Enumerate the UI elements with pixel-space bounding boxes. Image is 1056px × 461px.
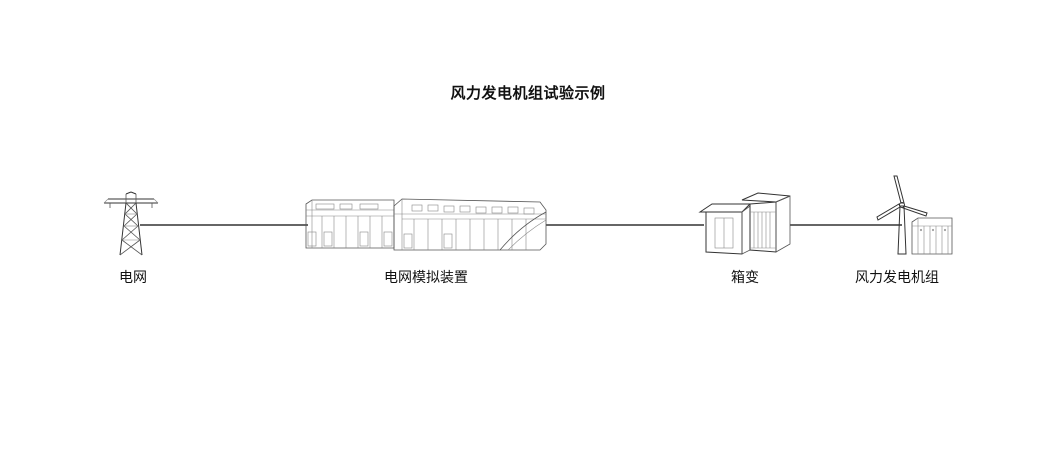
box-transformer-icon [698, 192, 791, 255]
power-tower-icon [103, 191, 159, 256]
node-label-box-transformer: 箱变 [731, 270, 759, 286]
wind-turbine-icon [876, 175, 953, 255]
grid-simulator-container-icon [305, 198, 547, 251]
diagram-title: 风力发电机组试验示例 [450, 84, 606, 102]
node-label-wind-turbine: 风力发电机组 [855, 270, 939, 286]
node-label-grid-simulator: 电网模拟装置 [384, 270, 468, 286]
node-label-grid: 电网 [119, 270, 147, 286]
